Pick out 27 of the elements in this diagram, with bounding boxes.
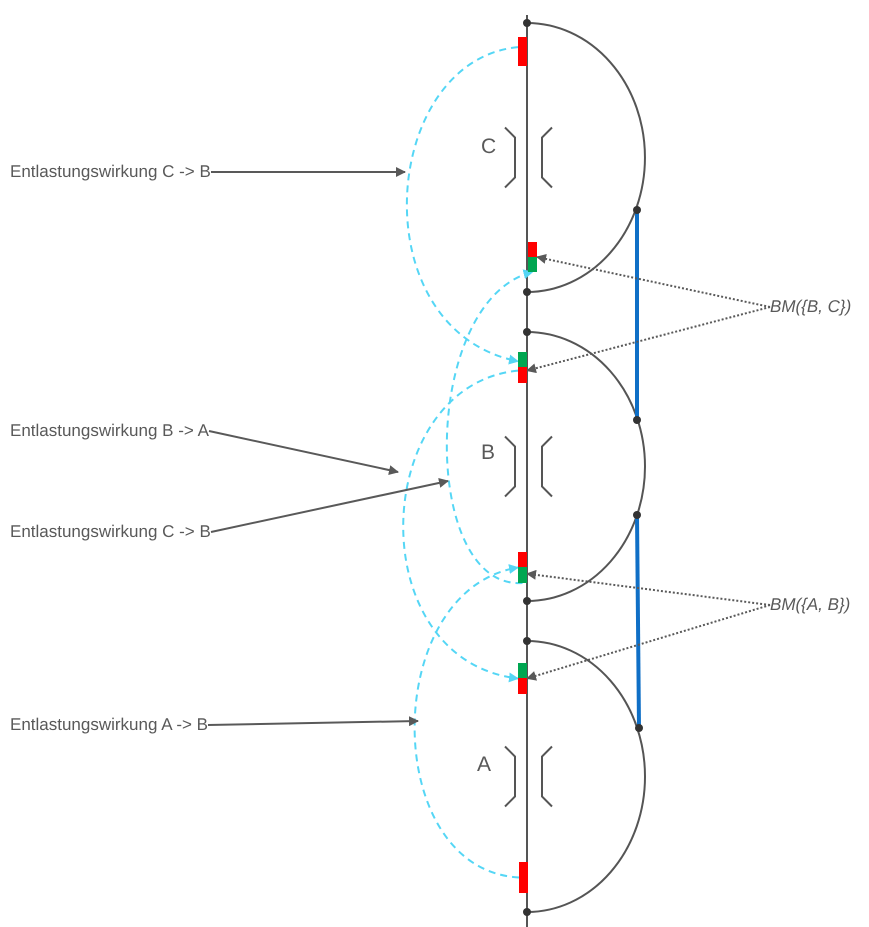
- arrow: [211, 167, 406, 177]
- marker-bar: [518, 663, 527, 694]
- set-label: BM({A, B}): [770, 595, 850, 615]
- dashed-arrow: [414, 566, 520, 878]
- arrow: [208, 716, 419, 726]
- dashed-arrow: [446, 271, 534, 584]
- arrow: [208, 430, 399, 475]
- segment-letter: A: [477, 753, 492, 777]
- arrow: [210, 478, 449, 533]
- dotted-arrow: [526, 306, 770, 374]
- callout-text: Entlastungswirkung C -> B: [10, 522, 211, 542]
- marker-bar: [518, 352, 527, 383]
- segment-letter: C: [481, 135, 496, 159]
- dashed-arrow: [406, 46, 519, 364]
- marker-bar: [519, 862, 528, 893]
- dashed-arrow: [402, 370, 519, 681]
- callout-text: Entlastungswirkung C -> B: [10, 162, 211, 182]
- set-label: BM({B, C}): [770, 297, 852, 317]
- marker-bar: [528, 242, 537, 272]
- marker-bar: [518, 552, 527, 583]
- dotted-arrow: [526, 570, 770, 606]
- callout-text: Entlastungswirkung B -> A: [10, 421, 209, 441]
- dotted-arrow: [536, 254, 770, 308]
- dotted-arrow: [526, 604, 770, 681]
- marker-bar: [518, 37, 527, 66]
- callout-text: Entlastungswirkung A -> B: [10, 715, 208, 735]
- segment-letter: B: [481, 441, 496, 465]
